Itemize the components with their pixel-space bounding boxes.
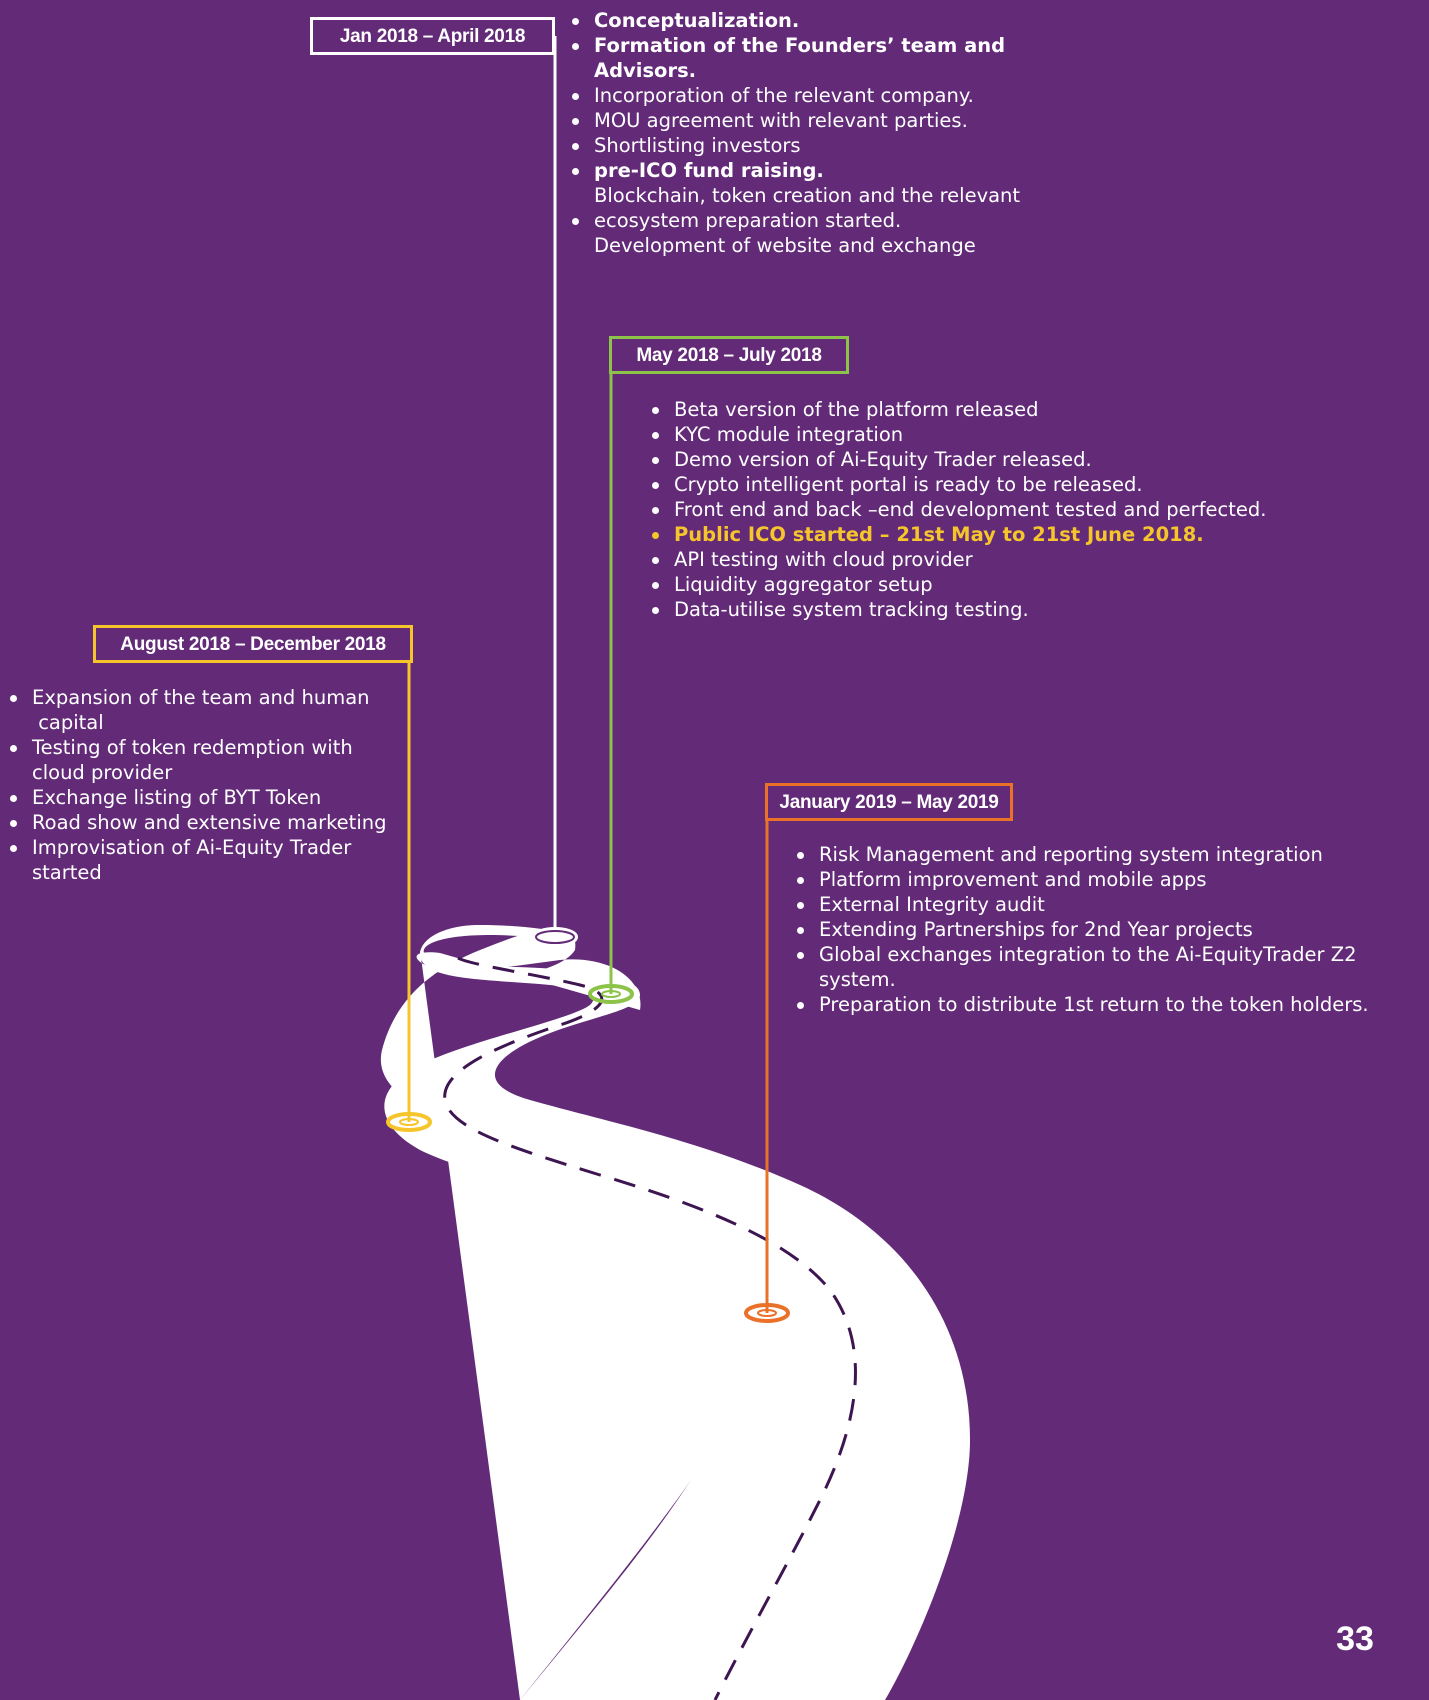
- bullet-icon: [652, 407, 659, 414]
- list-item: Global exchanges integration to the Ai-E…: [797, 942, 1427, 992]
- list-item: Formation of the Founders’ team and Advi…: [572, 33, 1092, 83]
- list-item: Blockchain, token creation and the relev…: [572, 183, 1092, 258]
- bullet-icon: [652, 582, 659, 589]
- phase-3-milestones: Expansion of the team and human capital …: [10, 685, 390, 885]
- list-item: Front end and back –end development test…: [652, 497, 1292, 522]
- phase-2-ring-marker: [588, 984, 634, 1004]
- list-item: Exchange listing of BYT Token: [10, 785, 390, 810]
- bullet-icon: [652, 457, 659, 464]
- bullet-icon: [572, 18, 579, 25]
- phase-1-date-label: Jan 2018 – April 2018: [310, 17, 555, 55]
- list-item: Crypto intelligent portal is ready to be…: [652, 472, 1292, 497]
- bullet-icon: [652, 482, 659, 489]
- list-item: Preparation to distribute 1st return to …: [797, 992, 1427, 1017]
- bullet-icon: [572, 118, 579, 125]
- bullet-icon: [572, 168, 579, 175]
- list-item: Demo version of Ai-Equity Trader release…: [652, 447, 1292, 472]
- list-item: Road show and extensive marketing: [10, 810, 390, 835]
- list-item: API testing with cloud provider: [652, 547, 1292, 572]
- phase-4-milestones: Risk Management and reporting system int…: [797, 842, 1427, 1017]
- road-center-line: [443, 956, 857, 1700]
- bullet-icon: [572, 93, 579, 100]
- phase-1-milestones: Conceptualization. Formation of the Foun…: [572, 8, 1092, 258]
- bullet-icon: [797, 902, 804, 909]
- bullet-icon: [10, 795, 17, 802]
- list-item: Liquidity aggregator setup: [652, 572, 1292, 597]
- list-item: Expansion of the team and human capital: [10, 685, 390, 735]
- bullet-icon: [797, 852, 804, 859]
- list-item: pre-ICO fund raising.: [572, 158, 1092, 183]
- phase-4-date-label: January 2019 – May 2019: [765, 783, 1013, 821]
- phase-3-ring-marker: [386, 1112, 432, 1132]
- bullet-icon: [797, 927, 804, 934]
- bullet-icon: [10, 745, 17, 752]
- bullet-icon: [572, 143, 579, 150]
- list-item: Beta version of the platform released: [652, 397, 1292, 422]
- list-item: Extending Partnerships for 2nd Year proj…: [797, 917, 1427, 942]
- bullet-icon: [797, 952, 804, 959]
- bullet-icon: [652, 532, 659, 539]
- phase-2-milestones: Beta version of the platform released KY…: [652, 397, 1292, 622]
- bullet-icon: [652, 607, 659, 614]
- list-item: Conceptualization.: [572, 8, 1092, 33]
- road-shape: [380, 927, 760, 1700]
- phase-1-ring-marker: [532, 927, 578, 947]
- page-number: 33: [1336, 1620, 1374, 1658]
- list-item: MOU agreement with relevant parties.: [572, 108, 1092, 133]
- list-item: KYC module integration: [652, 422, 1292, 447]
- bullet-icon: [797, 1002, 804, 1009]
- phase-2-date-label: May 2018 – July 2018: [609, 336, 849, 374]
- list-item: Data-utilise system tracking testing.: [652, 597, 1292, 622]
- list-item: Incorporation of the relevant company.: [572, 83, 1092, 108]
- bullet-icon: [652, 557, 659, 564]
- bullet-icon: [10, 845, 17, 852]
- list-item: Platform improvement and mobile apps: [797, 867, 1427, 892]
- road-surface: [384, 925, 971, 1700]
- bullet-icon: [10, 820, 17, 827]
- list-item: External Integrity audit: [797, 892, 1427, 917]
- bullet-icon: [10, 695, 17, 702]
- list-item-highlight: Public ICO started – 21st May to 21st Ju…: [652, 522, 1292, 547]
- phase-3-date-label: August 2018 – December 2018: [93, 625, 413, 663]
- phase-4-ring-marker: [744, 1303, 790, 1323]
- bullet-icon: [652, 432, 659, 439]
- bullet-icon: [797, 877, 804, 884]
- bullet-icon: [652, 507, 659, 514]
- bullet-icon: [572, 43, 579, 50]
- list-item: Risk Management and reporting system int…: [797, 842, 1427, 867]
- list-item: Shortlisting investors: [572, 133, 1092, 158]
- bullet-icon: [572, 218, 579, 225]
